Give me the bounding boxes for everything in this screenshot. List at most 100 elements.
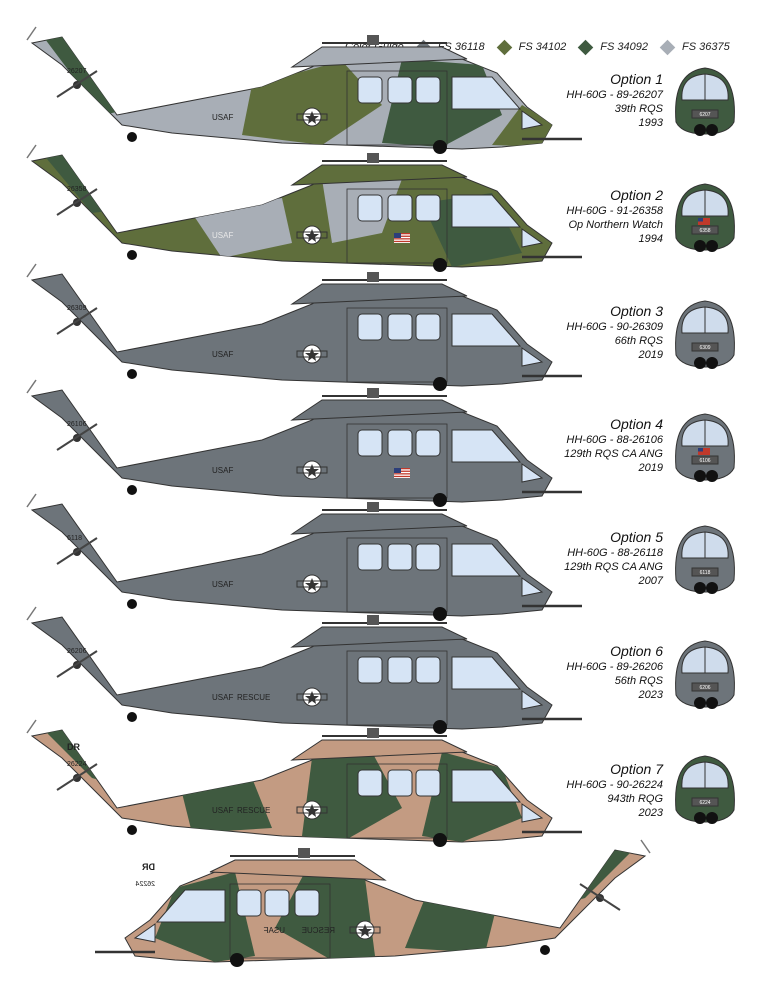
engine-cowling <box>290 164 468 186</box>
rotor-hub <box>367 388 379 398</box>
insignia-star <box>305 229 319 242</box>
chin-window <box>521 577 544 597</box>
main-wheel <box>433 258 447 272</box>
antenna <box>640 839 651 854</box>
antenna <box>26 144 37 159</box>
tail-rotor-blade <box>56 650 98 678</box>
engine-cowling <box>290 46 468 68</box>
engine-cowling <box>209 859 387 881</box>
engine-cowling <box>290 283 468 305</box>
option-serial: HH-60G - 89-26207 <box>566 89 663 101</box>
cockpit-window <box>451 313 522 347</box>
tail-number: 26106 <box>67 421 87 428</box>
fuselage <box>30 616 553 730</box>
front-view-6: 6206 <box>675 640 735 709</box>
insignia-star <box>305 804 319 817</box>
option-title: Option 4 <box>610 416 663 432</box>
antenna <box>26 263 37 278</box>
cabin-window <box>387 313 413 341</box>
cabin-door-outline <box>346 763 448 839</box>
tail-rotor-blade <box>56 188 98 216</box>
option-serial: HH-60G - 88-26106 <box>566 434 663 446</box>
cabin-door-outline <box>346 307 448 383</box>
cabin-window <box>387 76 413 104</box>
antenna <box>26 379 37 394</box>
front-wheel <box>694 124 706 136</box>
main-wheel <box>433 377 447 391</box>
cabin-window <box>357 76 383 104</box>
option-year: 2019 <box>638 462 663 474</box>
front-view-7: 6224 <box>675 755 735 824</box>
cockpit-window <box>155 889 226 923</box>
rotor-hub <box>367 272 379 282</box>
option-unit: 39th RQS <box>614 103 663 115</box>
chin-window <box>521 347 544 367</box>
cockpit-window <box>451 76 522 110</box>
front-view-1: 6207 <box>675 67 735 136</box>
us-flag-marking <box>394 233 410 243</box>
front-serial: 6106 <box>699 458 710 464</box>
fs36375-swatch <box>659 39 676 55</box>
markings: USAF 26106 <box>67 421 233 475</box>
front-wheel <box>694 697 706 709</box>
chin-window <box>133 923 156 943</box>
chin-window <box>521 690 544 710</box>
cockpit-window <box>451 429 522 463</box>
tail-rotor-blade <box>56 423 98 451</box>
option-serial: HH-60G - 90-26224 <box>566 779 663 791</box>
nose-panel <box>691 567 719 577</box>
option-title: Option 1 <box>610 71 663 87</box>
option-7-caption: Option 7 HH-60G - 90-26224 943th RQG 202… <box>566 760 663 820</box>
front-serial: 6207 <box>699 112 710 118</box>
option-unit: 129th RQS CA ANG <box>564 561 663 573</box>
engine-cowling <box>290 513 468 535</box>
option-1-caption: Option 1 HH-60G - 89-26207 39th RQS 1993 <box>566 70 663 130</box>
front-wheel <box>694 470 706 482</box>
usaf-marking: USAF <box>212 350 233 359</box>
antenna <box>26 606 37 621</box>
tail-wheel <box>127 712 137 722</box>
insignia-star <box>305 691 319 704</box>
usaf-marking: USAF <box>212 466 233 475</box>
tail-number: 26206 <box>67 648 87 655</box>
cabin-window <box>415 769 441 797</box>
helicopter-profile-1: USAF 26207 <box>26 26 582 154</box>
cabin-window <box>357 656 383 684</box>
fs34092-label: FS 34092 <box>600 41 648 53</box>
rotor-hub <box>367 615 379 625</box>
cockpit-window <box>451 194 522 228</box>
cabin-window <box>357 543 383 571</box>
cabin-window <box>387 194 413 222</box>
fs36375-label: FS 36375 <box>682 41 730 53</box>
option-unit: 56th RQS <box>614 675 663 687</box>
tail-number: 26309 <box>67 305 87 312</box>
option-unit: Op Northern Watch <box>568 219 663 231</box>
cabin-window <box>387 769 413 797</box>
front-wheel <box>706 240 718 252</box>
front-wheel <box>694 812 706 824</box>
option-5-caption: Option 5 HH-60G - 88-26118 129th RQS CA … <box>564 528 663 588</box>
insignia-star <box>358 924 372 937</box>
usaf-marking: USAF <box>212 113 233 122</box>
antenna <box>26 719 37 734</box>
front-wheel <box>694 240 706 252</box>
usaf-marking: USAF <box>264 926 285 935</box>
front-serial: 6118 <box>700 570 711 576</box>
tail-wheel <box>127 132 137 142</box>
option-year: 1994 <box>638 233 663 245</box>
fs36118-label: FS 36118 <box>437 41 485 53</box>
tail-number: 26207 <box>67 68 87 75</box>
usaf-marking: USAF <box>212 693 233 702</box>
rescue-marking: RESCUE <box>302 926 335 935</box>
main-wheel <box>433 140 447 154</box>
option-3-caption: Option 3 HH-60G - 90-26309 66th RQS 2019 <box>566 302 663 362</box>
rotor-hub <box>367 502 379 512</box>
main-wheel <box>433 607 447 621</box>
cabin-window <box>236 889 262 917</box>
front-wheel <box>706 357 718 369</box>
tail-wheel <box>127 369 137 379</box>
